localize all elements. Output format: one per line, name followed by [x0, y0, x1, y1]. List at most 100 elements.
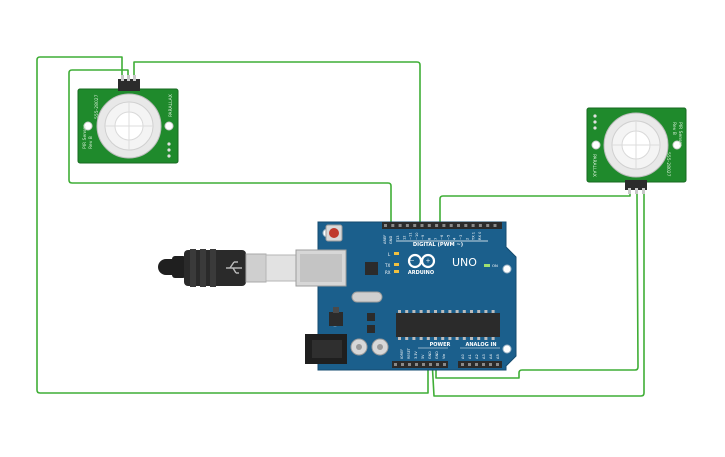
chip-pin — [448, 337, 452, 340]
usb-cable[interactable] — [158, 249, 297, 287]
digital-pin-label: ~5 — [446, 235, 450, 240]
power-header — [392, 361, 448, 368]
analog-pin-hole[interactable] — [489, 363, 492, 366]
digital-pin-hole[interactable] — [478, 224, 482, 227]
digital-pin-label: 12 — [402, 235, 406, 240]
wire-right-pir-gnd[interactable] — [431, 186, 645, 397]
pir-text-b: Rev B — [671, 122, 677, 135]
analog-pin-hole[interactable] — [461, 363, 464, 366]
wire-right-pir-out[interactable] — [439, 186, 631, 228]
power-pin-label: 3.3V — [414, 351, 418, 359]
digital-pin-hole[interactable] — [420, 224, 424, 227]
digital-pin-hole[interactable] — [427, 224, 431, 227]
chip-pin — [484, 310, 488, 313]
digital-pin-hole[interactable] — [449, 224, 453, 227]
power-pin-label: 5V — [421, 354, 425, 359]
pir-text-d: PARALLAX — [591, 154, 597, 177]
power-pin-hole[interactable] — [422, 363, 425, 366]
digital-pin-hole[interactable] — [464, 224, 468, 227]
tx-label: TX — [384, 263, 390, 268]
crystal — [351, 291, 383, 303]
digital-pin-hole[interactable] — [391, 224, 395, 227]
pir-text-a: PIR Sensor — [677, 122, 683, 146]
analog-pin-label: A1 — [468, 354, 472, 359]
tx-led — [394, 263, 399, 266]
gnd-label: GND — [389, 236, 393, 244]
analog-pin-hole[interactable] — [482, 363, 485, 366]
power-pin-hole[interactable] — [408, 363, 411, 366]
digital-pin-label: 7 — [434, 238, 438, 240]
power-pin-hole[interactable] — [415, 363, 418, 366]
digital-pin-label: RX 0 — [478, 231, 482, 240]
digital-pin-hole[interactable] — [471, 224, 475, 227]
digital-pin-hole[interactable] — [413, 224, 417, 227]
digital-header-label: DIGITAL (PWM ~) — [413, 242, 463, 248]
power-pin-label: RESET — [407, 347, 411, 359]
arduino-logo — [407, 253, 436, 269]
chip-pin — [419, 310, 423, 313]
analog-pin-hole[interactable] — [475, 363, 478, 366]
analog-pin-hole[interactable] — [468, 363, 471, 366]
chip-pin — [434, 337, 437, 340]
pir-sensor-left[interactable]: PIR Sensor Rev B 555-28027 PARALLAX — [77, 75, 179, 164]
l-label: L — [388, 252, 391, 257]
wire-left-pir-out[interactable] — [133, 61, 421, 228]
wire-left-pir-gnd[interactable] — [36, 56, 429, 394]
analog-pin-label: A2 — [475, 354, 479, 359]
power-pin-label: GND — [428, 351, 432, 359]
usb-chip — [365, 262, 378, 275]
digital-pin-hole[interactable] — [435, 224, 439, 227]
chip-pin — [491, 337, 495, 340]
bottom-header-pins — [394, 363, 499, 366]
chip-pin — [470, 310, 473, 313]
digital-pin-hole[interactable] — [442, 224, 446, 227]
chip-pin — [405, 337, 409, 340]
digital-pin-hole[interactable] — [486, 224, 490, 227]
analog-label: ANALOG IN — [465, 342, 496, 348]
digital-pin-label: 13 — [396, 235, 400, 240]
chip-pin — [470, 337, 473, 340]
wire-right-pir-vcc[interactable] — [435, 186, 639, 379]
power-pin-hole[interactable] — [394, 363, 397, 366]
power-pin-hole[interactable] — [436, 363, 439, 366]
analog-pin-label: A0 — [461, 354, 465, 359]
digital-pin-hole[interactable] — [457, 224, 460, 227]
pir-sensor-right[interactable]: PIR Sensor Rev B 555-28027 PARALLAX — [586, 107, 687, 194]
digital-pin-label: ~6 — [440, 234, 444, 240]
digital-pin-hole[interactable] — [398, 224, 402, 227]
regulator — [329, 312, 343, 326]
analog-pin-label: A5 — [496, 354, 500, 359]
power-pin-hole[interactable] — [401, 363, 404, 366]
digital-pin-hole[interactable] — [384, 224, 387, 227]
wires — [36, 56, 645, 397]
chip-pin — [455, 337, 459, 340]
power-pin-hole[interactable] — [429, 363, 432, 366]
pir-text-d: PARALLAX — [168, 94, 174, 117]
wire-left-pir-vcc[interactable] — [68, 69, 392, 228]
power-pin-hole[interactable] — [443, 363, 446, 366]
digital-pin-label: ~9 — [421, 234, 425, 240]
atmega-chip — [396, 313, 500, 337]
analog-pin-hole[interactable] — [496, 363, 499, 366]
digital-pin-hole[interactable] — [493, 224, 497, 227]
digital-header — [382, 222, 502, 229]
power-pin-label: IOREF — [400, 349, 404, 359]
rx-led — [394, 270, 399, 273]
pir-text-b: Rev B — [88, 136, 94, 149]
chip-pin — [426, 337, 430, 340]
chip-pin — [484, 337, 488, 340]
digital-header-pins — [384, 224, 497, 227]
chip-pin — [441, 337, 445, 340]
digital-pin-hole[interactable] — [405, 224, 409, 227]
mounting-hole — [502, 264, 512, 274]
digital-pin-label: 2 — [465, 238, 469, 240]
pin-header — [625, 180, 647, 190]
chip-pin — [477, 310, 481, 313]
chip-pin — [462, 310, 466, 313]
